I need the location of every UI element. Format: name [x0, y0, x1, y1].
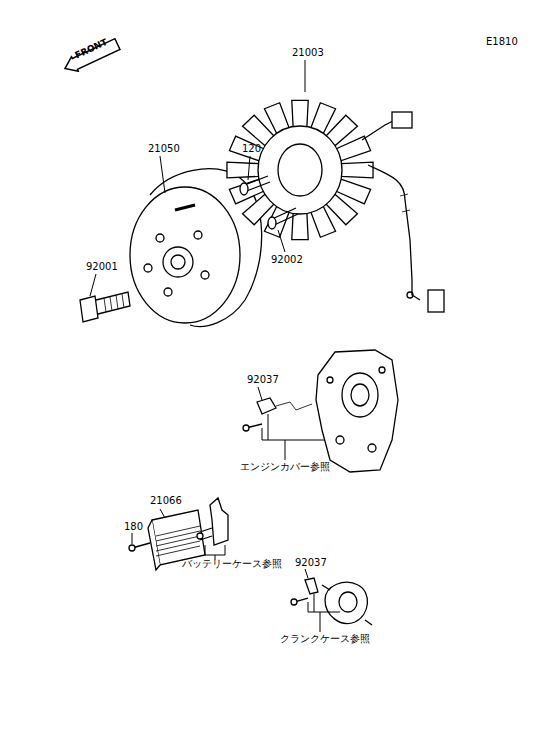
wire-clamp [243, 398, 312, 431]
callout-number: 21050 [148, 143, 180, 154]
cooling-fin [156, 531, 200, 541]
reference-note: バッテリーケース参照 [182, 558, 282, 569]
callout-number: 21003 [292, 47, 324, 58]
front-arrow: FRONT [60, 35, 122, 77]
callout-number: 120 [242, 143, 261, 154]
figure-number: E1810 [486, 36, 518, 47]
callout-number: 92037 [295, 557, 327, 568]
cooling-fin [156, 526, 200, 536]
callout-number: 92037 [247, 374, 279, 385]
flywheel-rotor [130, 169, 262, 327]
stator-coil [227, 100, 444, 312]
arrow-shape [62, 37, 121, 76]
reference-note: エンジンカバー参照 [240, 461, 330, 472]
rotor-bolt [80, 292, 130, 322]
stator-pole [227, 162, 259, 178]
arrow-outline [60, 35, 122, 77]
callout-number: 180 [124, 521, 143, 532]
cooling-fin [156, 536, 200, 546]
callout-number: 21066 [150, 495, 182, 506]
engine-cover [316, 350, 398, 472]
stator-pole [229, 136, 264, 161]
callout-number: 92001 [86, 261, 118, 272]
cooling-fin [156, 541, 200, 551]
regulator-screw [129, 543, 150, 551]
reference-note: クランクケース参照 [280, 633, 370, 644]
stator-screw [240, 176, 270, 195]
stator-pole [336, 179, 371, 204]
cooling-fin [156, 546, 200, 556]
callout-number: 92002 [271, 254, 303, 265]
regulator-bracket [197, 498, 228, 545]
crankcase-part [322, 582, 372, 625]
stator-screw [268, 208, 298, 229]
